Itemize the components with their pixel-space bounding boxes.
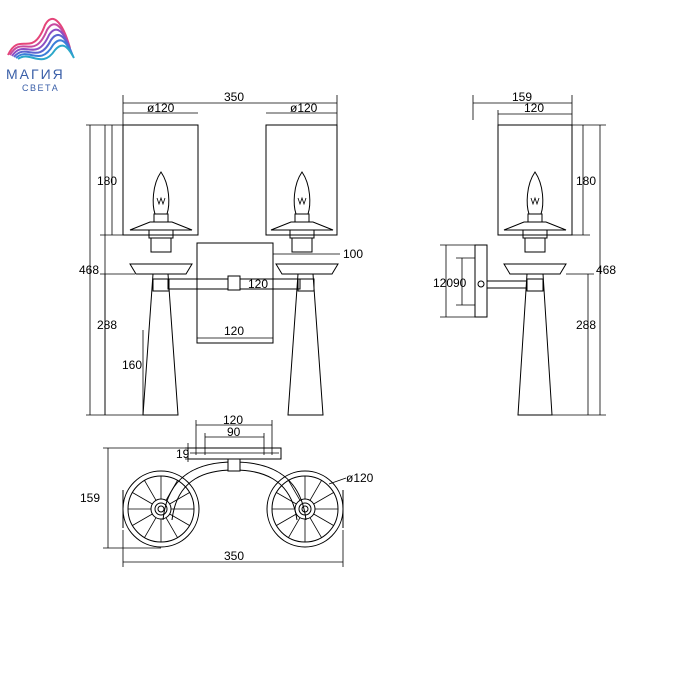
left-shade [122,124,199,236]
front-total-height: 468 [79,263,99,277]
side-depth-label: 159 [512,90,532,104]
front-shade-height: 180 [97,174,117,188]
shade-spoke [132,492,153,505]
shade-spoke [276,492,297,505]
shade-spoke [165,517,178,538]
side-total-height: 468 [596,263,616,277]
side-plate-height: 120 [433,276,453,290]
logo-name: МАГИЯ [6,66,65,82]
side-bulb-icon [503,171,567,253]
front-plate-depth: 100 [343,247,363,261]
shade-spoke [288,517,301,538]
front-right-shade-dia: ø120 [290,101,318,115]
side-body-height: 288 [576,318,596,332]
shade-spoke [169,492,190,505]
logo-wave-icon [7,18,75,61]
side-shade-height: 180 [576,174,596,188]
side-plate-inner: 90 [453,276,467,290]
top-right-shade [266,470,344,548]
top-depth-label: 159 [80,491,100,505]
brand-logo: МАГИЯ СВЕТА [6,18,75,93]
right-shade [265,124,338,236]
shade-spoke [313,513,334,526]
front-left-shade-dia: ø120 [147,101,175,115]
front-width-label: 350 [224,90,244,104]
side-shade-width: 120 [524,101,544,115]
front-base-height: 160 [122,358,142,372]
front-view: 350 ø120 ø120 [79,90,363,416]
shade-spoke [169,513,190,526]
shade-spoke [144,517,157,538]
wall-plate [196,242,274,344]
top-view: 120 90 19 [80,413,374,567]
front-plate-width: 120 [224,324,244,338]
side-body [517,273,553,416]
side-view: 159 120 120 90 [433,90,616,416]
top-left-shade [122,470,200,548]
top-plate-inner: 90 [227,425,241,439]
top-plate-thickness: 19 [176,447,190,461]
shade-spoke [309,517,322,538]
front-body-height: 288 [97,318,117,332]
side-shade [497,124,573,236]
shade-spoke [276,513,297,526]
left-body [142,273,179,416]
top-plate-width: 120 [223,413,243,427]
left-bulb-icon [129,171,193,253]
shade-spoke [309,480,322,501]
shade-spoke [165,480,178,501]
top-wall-plate [187,447,282,460]
arm-joint [227,275,241,291]
logo-subtitle: СВЕТА [22,83,59,93]
shade-spoke [144,480,157,501]
top-width-label: 350 [224,549,244,563]
right-body [287,273,324,416]
shade-spoke [132,513,153,526]
shade-spoke [313,492,334,505]
right-bulb-icon [270,171,334,253]
top-shade-dia: ø120 [346,471,374,485]
front-plate-height: 120 [248,277,268,291]
shade-spoke [288,480,301,501]
